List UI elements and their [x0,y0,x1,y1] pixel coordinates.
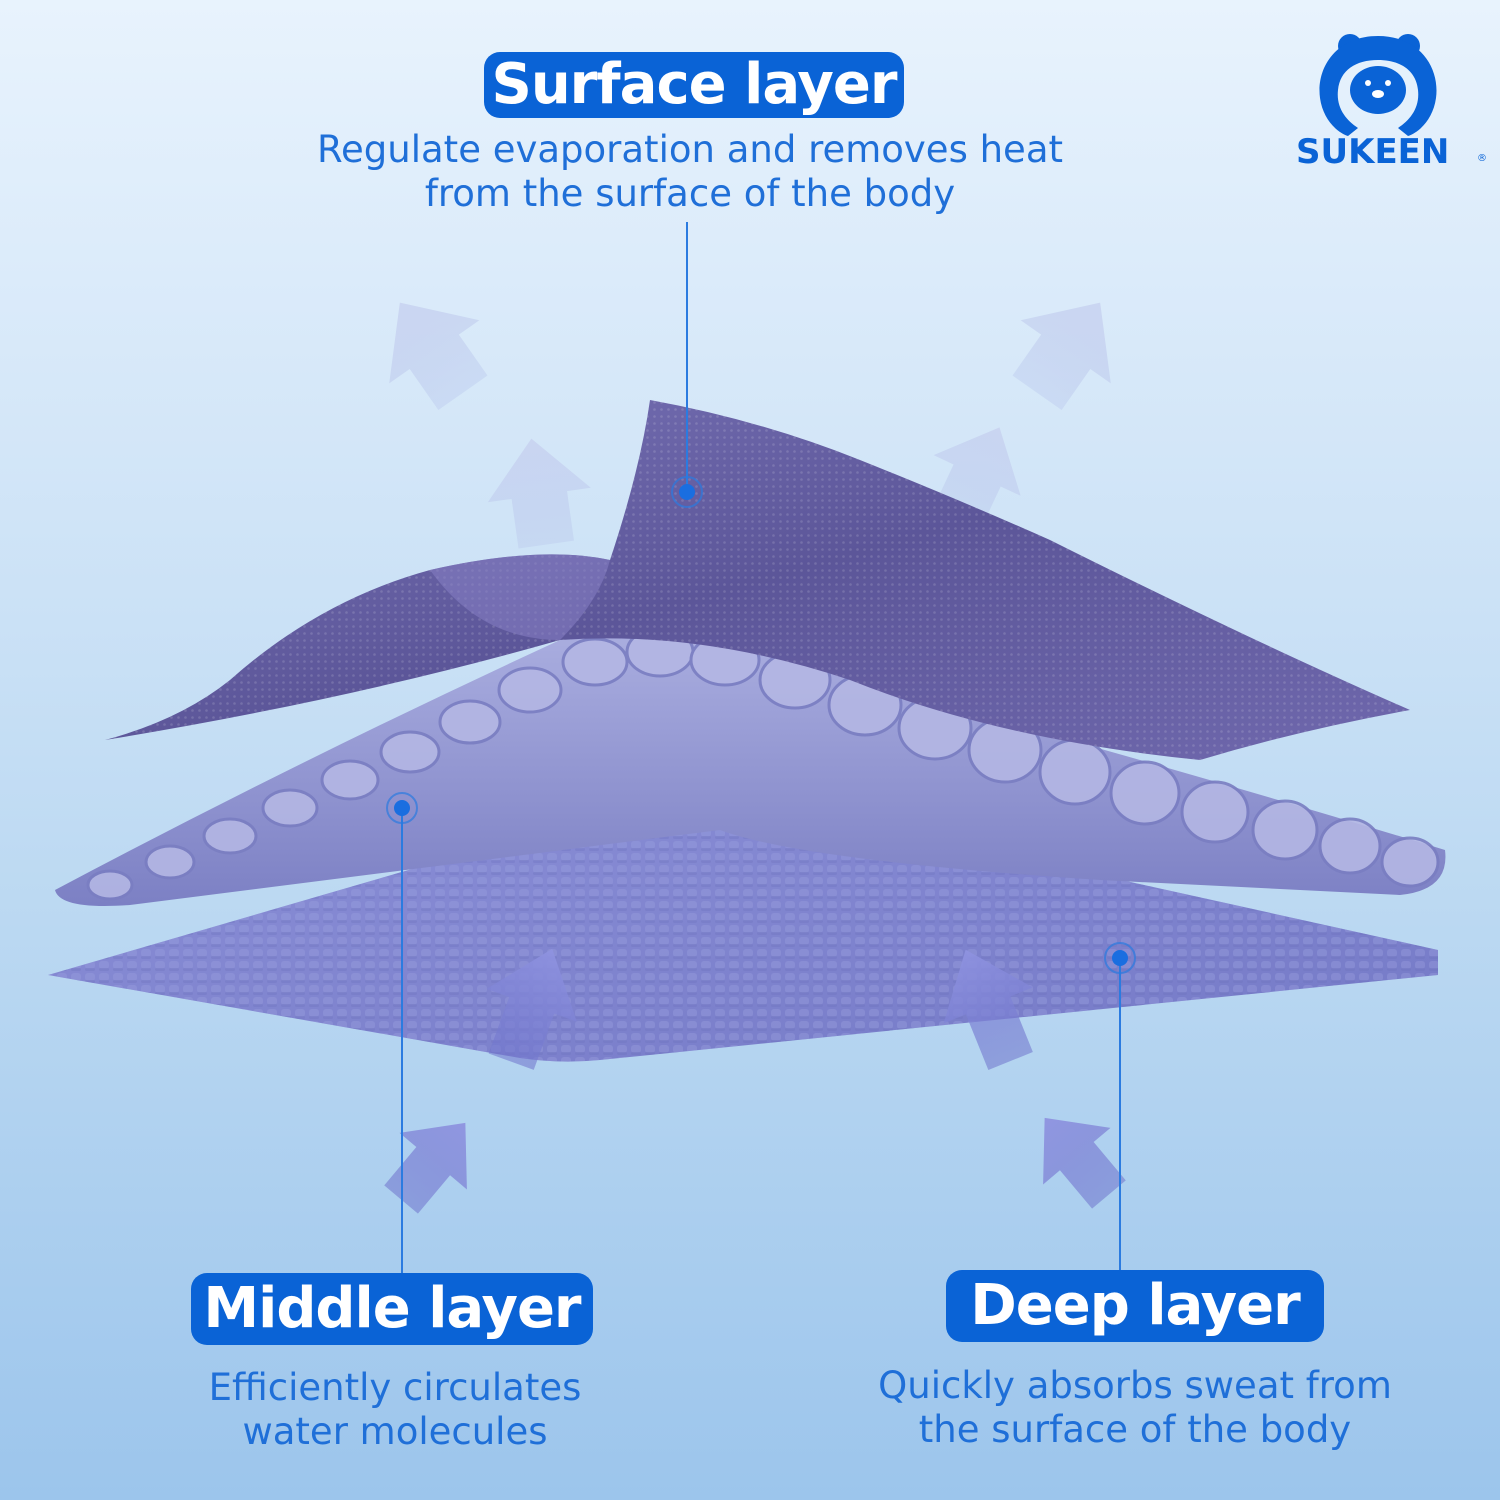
arrow-icon [389,302,488,410]
surface-desc-line-2: from the surface of the body [424,172,956,215]
surface-desc-line-1: Regulate evaporation and removes heat [316,128,1064,171]
surface-layer-title: Surface layer [484,52,904,118]
middle-layer-title: Middle layer [191,1273,593,1345]
deep-layer-title: Deep layer [946,1270,1324,1342]
deep-desc-line-1: Quickly absorbs sweat from [878,1364,1392,1407]
marker-icon [386,792,418,824]
registered-mark: ® [1477,153,1487,164]
brand-name: SUKEEN [1296,132,1450,172]
arrow-icon [384,1122,467,1214]
callout-surface [671,222,703,508]
surface-layer-description: Regulate evaporation and removes heat fr… [290,128,1090,216]
middle-desc-line-1: Efficiently circulates [208,1366,582,1409]
marker-icon [671,476,703,508]
surface-layer-fabric [105,400,1410,760]
arrow-icon [1012,302,1111,410]
arrow-icon [486,948,577,1070]
arrow-icon [1043,1117,1126,1209]
airflow-arrows-background [389,302,1111,549]
middle-desc-line-2: water molecules [242,1410,548,1453]
deep-layer-description: Quickly absorbs sweat from the surface o… [840,1364,1430,1452]
arrow-icon [487,438,591,549]
airflow-arrows-foreground [384,948,1126,1214]
deep-layer-fabric [48,788,1438,1062]
callout-deep [1104,942,1136,1270]
marker-icon [1104,942,1136,974]
deep-desc-line-2: the surface of the body [918,1408,1352,1451]
bear-head-icon [1319,34,1437,136]
callout-middle [386,792,418,1273]
middle-layer-description: Efficiently circulates water molecules [150,1366,640,1454]
arrow-icon [943,949,1033,1070]
